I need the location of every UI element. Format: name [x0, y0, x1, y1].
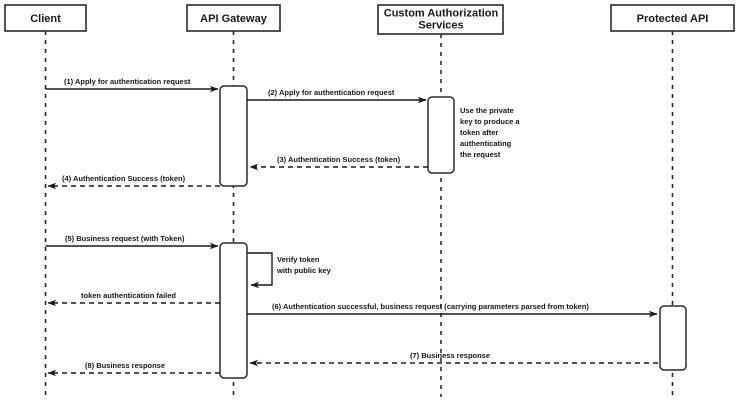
message-2-label: (2) Apply for authentication request — [268, 88, 395, 97]
note-private-key: Use the private key to produce a token a… — [460, 106, 520, 159]
participant-label-custom-authorization-services-line2: Services — [418, 19, 463, 31]
participant-label-custom-authorization-services-line1: Custom Authorization — [384, 7, 499, 19]
activation-api-gateway-2 — [219, 242, 248, 379]
message-self-verify-token-arrow — [247, 252, 273, 289]
activation-api-gateway-1 — [219, 85, 248, 187]
message-4-label: (4) Authentication Success (token) — [62, 174, 186, 183]
participant-custom-authorization-services[interactable]: Custom Authorization Services — [377, 4, 504, 35]
participant-label-api-gateway: API Gateway — [200, 13, 268, 25]
activation-custom-authorization-services-1 — [427, 96, 455, 174]
message-1-label: (1) Apply for authentication request — [64, 77, 191, 86]
message-8-label: (8) Business response — [85, 361, 165, 370]
participant-label-client: Client — [30, 13, 61, 25]
note-private-key-line-4: authenticating — [460, 139, 512, 148]
message-6-label: (6) Authentication successful, business … — [272, 302, 589, 311]
note-private-key-line-2: key to produce a — [460, 117, 520, 126]
message-token-authentication-failed[interactable]: token authentication failed — [47, 291, 220, 307]
message-self-verify-token-label-line2: with public key — [276, 266, 332, 275]
message-6[interactable]: (6) Authentication successful, business … — [247, 302, 658, 318]
message-7-label: (7) Business response — [410, 351, 490, 360]
message-3-label: (3) Authentication Success (token) — [277, 155, 401, 164]
message-2[interactable]: (2) Apply for authentication request — [247, 88, 427, 104]
message-3[interactable]: (3) Authentication Success (token) — [249, 155, 428, 171]
message-4[interactable]: (4) Authentication Success (token) — [47, 174, 220, 190]
note-private-key-line-5: the request — [460, 150, 501, 159]
note-private-key-line-3: token after — [460, 128, 498, 137]
participant-box-protected-api[interactable] — [610, 4, 735, 32]
participant-api-gateway[interactable]: API Gateway — [186, 4, 281, 32]
message-1[interactable]: (1) Apply for authentication request — [45, 77, 219, 93]
message-self-verify-token[interactable]: Verify token with public key — [247, 252, 332, 289]
participant-client[interactable]: Client — [4, 4, 87, 32]
message-8[interactable]: (8) Business response — [47, 361, 220, 377]
message-5[interactable]: (5) Business request (with Token) — [45, 234, 219, 250]
activation-protected-api-1 — [659, 305, 687, 371]
participant-label-protected-api: Protected API — [637, 13, 709, 25]
note-private-key-line-1: Use the private — [460, 106, 514, 115]
message-5-label: (5) Business request (with Token) — [65, 234, 185, 243]
message-7[interactable]: (7) Business response — [249, 351, 658, 367]
participant-protected-api[interactable]: Protected API — [610, 4, 735, 32]
message-self-verify-token-label-line1: Verify token — [277, 255, 320, 264]
message-token-authentication-failed-label: token authentication failed — [81, 291, 176, 300]
